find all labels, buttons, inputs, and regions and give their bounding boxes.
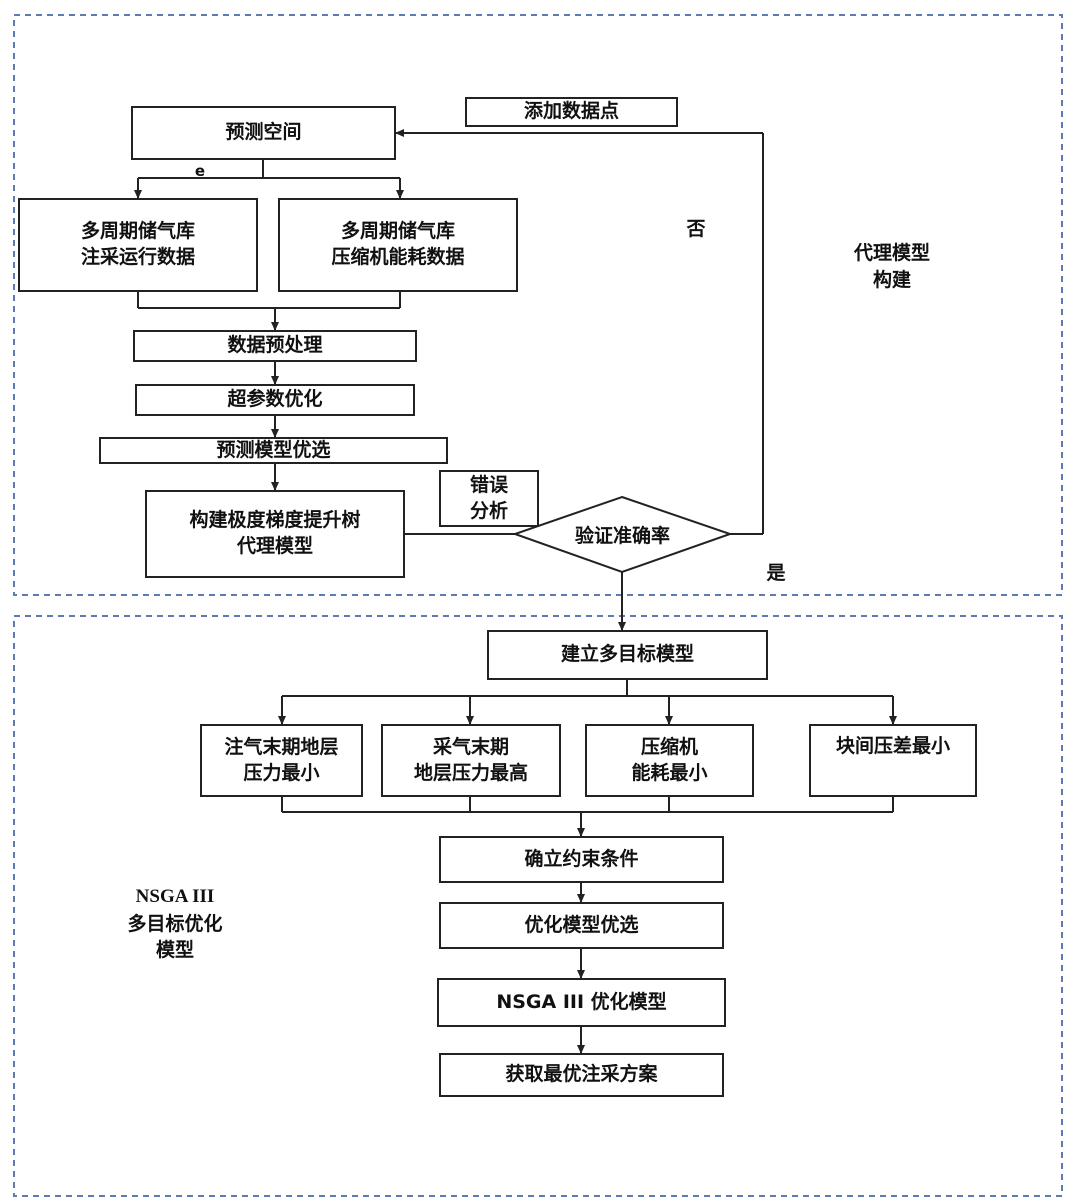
surrogate-label-line-2: 构建 [872, 268, 911, 291]
predict-space-text: 预测空间 [225, 121, 302, 144]
optimization-section-label: NSGA III 多目标优化 模型 [100, 884, 250, 964]
build-model-line-2: 代理模型 [236, 535, 313, 557]
hyperparam-box: 超参数优化 [135, 384, 415, 416]
compressor-data-line-1: 多周期储气库 [340, 220, 455, 243]
objective-1-line-1: 注气末期地层 [224, 735, 339, 758]
error-analysis-line-1: 错误 [469, 473, 508, 496]
no-label: 否 [676, 216, 716, 243]
nsga-model-box: NSGA III 优化模型 [437, 978, 726, 1027]
split-marker-e-text: e [194, 162, 206, 180]
objective-4-line-1: 块间压差最小 [835, 735, 950, 757]
add-data-points-text: 添加数据点 [523, 100, 619, 123]
objective-2-line-1: 采气末期 [432, 735, 509, 758]
objective-2-line-2: 地层压力最高 [413, 761, 528, 784]
multi-objective-box: 建立多目标模型 [487, 630, 768, 680]
result-text: 获取最优注采方案 [505, 1063, 658, 1086]
constraints-box: 确立约束条件 [439, 836, 724, 883]
surrogate-label-line-1: 代理模型 [853, 242, 930, 264]
optimization-label-line-3: 模型 [155, 939, 194, 962]
build-model-box: 构建极度梯度提升树 代理模型 [145, 490, 405, 578]
opt-select-text: 优化模型优选 [524, 913, 639, 936]
injection-data-box: 多周期储气库 注采运行数据 [18, 198, 258, 292]
result-box: 获取最优注采方案 [439, 1053, 724, 1097]
build-model-line-1: 构建极度梯度提升树 [189, 509, 361, 532]
hyperparam-text: 超参数优化 [227, 388, 323, 411]
injection-data-line-2: 注采运行数据 [80, 246, 195, 268]
add-data-points-box: 添加数据点 [465, 97, 678, 127]
objective-3-line-1: 压缩机 [640, 735, 698, 758]
model-select-box: 预测模型优选 [99, 437, 448, 464]
error-analysis-line-2: 分析 [469, 499, 508, 522]
nsga-model-text: NSGA III 优化模型 [496, 990, 667, 1013]
objective-box-4: 块间压差最小 [809, 724, 977, 797]
yes-label: 是 [756, 560, 796, 587]
error-analysis-box: 错误 分析 [439, 470, 539, 527]
multi-objective-text: 建立多目标模型 [560, 643, 694, 666]
preprocess-box: 数据预处理 [133, 330, 417, 362]
surrogate-section-label: 代理模型 构建 [832, 240, 952, 293]
verify-accuracy-label: 验证准确率 [525, 514, 720, 554]
compressor-data-line-2: 压缩机能耗数据 [331, 246, 465, 268]
yes-text: 是 [766, 562, 786, 584]
compressor-data-box: 多周期储气库 压缩机能耗数据 [278, 198, 518, 292]
objective-box-1: 注气末期地层 压力最小 [200, 724, 363, 797]
constraints-text: 确立约束条件 [524, 847, 639, 870]
objective-box-2: 采气末期 地层压力最高 [381, 724, 561, 797]
opt-select-box: 优化模型优选 [439, 902, 724, 949]
optimization-label-line-2: 多目标优化 [127, 912, 223, 935]
optimization-label-line-1: NSGA III [135, 886, 215, 907]
objective-1-line-2: 压力最小 [243, 761, 320, 784]
predict-space-box: 预测空间 [131, 106, 396, 160]
verify-accuracy-text: 验证准确率 [574, 524, 670, 547]
objective-box-3: 压缩机 能耗最小 [585, 724, 754, 797]
model-select-text: 预测模型优选 [216, 438, 331, 461]
split-marker-e: e [192, 164, 208, 179]
no-text: 否 [686, 218, 706, 240]
injection-data-line-1: 多周期储气库 [80, 220, 195, 243]
verify-accuracy-diamond [511, 495, 734, 574]
preprocess-text: 数据预处理 [227, 334, 323, 357]
objective-3-line-2: 能耗最小 [631, 761, 708, 784]
